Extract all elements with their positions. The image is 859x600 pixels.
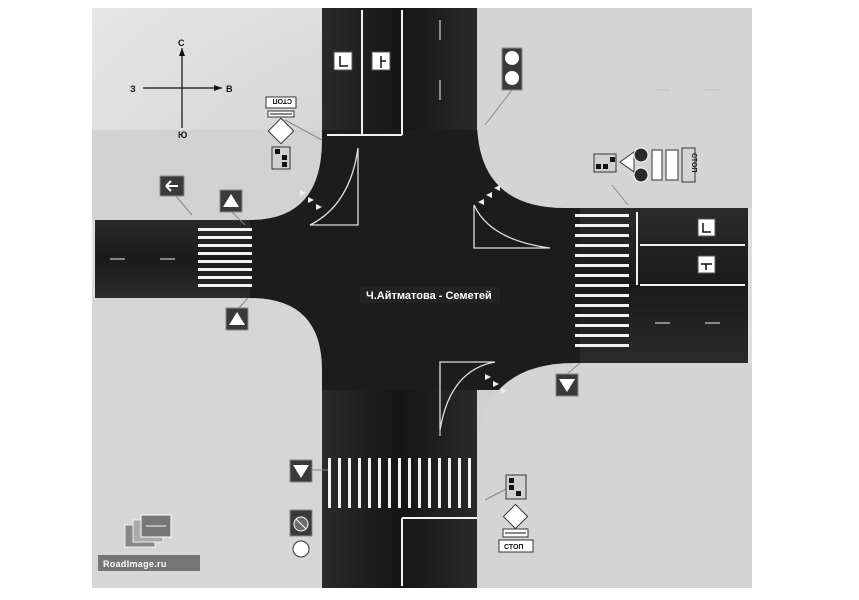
stop-plate-east: СТОП — [690, 153, 697, 172]
priority-road-icon — [619, 151, 635, 173]
lane-direction-icon — [333, 51, 353, 71]
traffic-light-icon — [292, 540, 310, 558]
turn-guides — [309, 147, 551, 431]
sign-group-se: СТОП — [484, 474, 534, 553]
street-label-bg — [360, 287, 500, 303]
intersection-label: Ч.Айтматова - Семетей — [366, 290, 492, 302]
sign-group-sw — [289, 459, 328, 558]
traffic-light-icon — [271, 146, 291, 170]
crosswalk-west — [198, 228, 252, 287]
sign-group-nw: СТОП — [265, 96, 323, 170]
curb-nw — [92, 130, 322, 220]
compass-north: С — [178, 38, 185, 48]
sign-group-ne-upper — [484, 47, 523, 126]
compass-east: В — [226, 84, 233, 94]
watermark-brand: RoadImage.ru — [103, 559, 167, 569]
curb-se — [477, 363, 752, 588]
priority-road-icon — [267, 117, 295, 145]
pedestrian-crossing-icon — [555, 362, 581, 397]
sign-group-east: СТОП — [593, 147, 697, 206]
yield-triangles — [300, 185, 507, 394]
curb-ne — [477, 8, 752, 208]
pedestrian-crossing-icon — [219, 189, 246, 226]
lane-markings — [110, 10, 745, 586]
compass-west: З — [130, 84, 136, 94]
compass-south: Ю — [178, 130, 187, 140]
brand-logo-icon — [124, 514, 172, 548]
pedestrian-crossing-icon — [225, 297, 249, 331]
crosswalk-south — [328, 458, 471, 508]
crosswalk-east — [575, 214, 629, 347]
priority-road-icon — [502, 503, 529, 530]
compass-icon: С Ю З В — [130, 38, 233, 140]
stop-plate-nw: СТОП — [273, 97, 292, 104]
road-lane-arrows — [333, 51, 716, 274]
stop-plate-se: СТОП — [504, 544, 523, 551]
traffic-light-icon — [593, 153, 617, 173]
left-turn-arrow-icon — [159, 175, 193, 216]
lane-direction-icon — [697, 218, 716, 237]
